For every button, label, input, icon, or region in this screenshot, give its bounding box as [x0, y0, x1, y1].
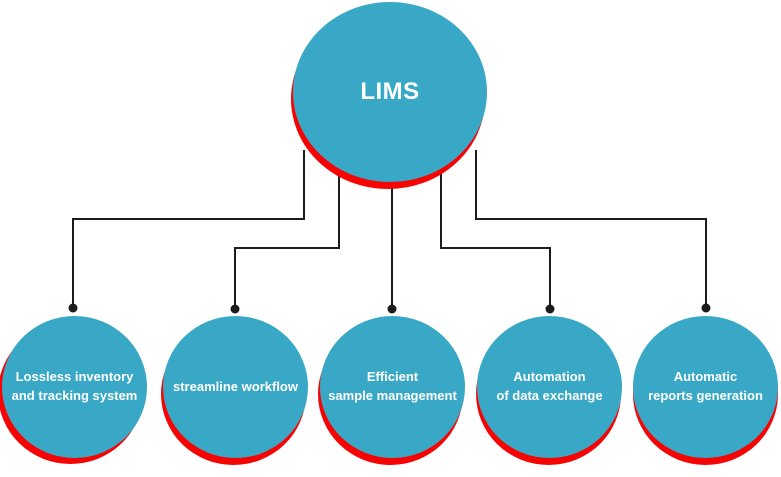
connector-dot	[230, 304, 240, 314]
node-label-line: sample management	[328, 388, 457, 403]
node-automatic-reports-generation: Automatic reports generation	[633, 316, 778, 458]
node-label-line: Lossless inventory	[15, 369, 134, 385]
connector-line	[72, 150, 305, 306]
node-label: streamline workflow	[173, 378, 298, 397]
node-label: Automation of data exchange	[496, 368, 602, 406]
node-label-line: of data exchange	[496, 388, 603, 403]
node-automation-data-exchange: Automation of data exchange	[477, 316, 622, 458]
node-label-line: Automatic	[673, 369, 738, 385]
connector-line	[475, 150, 707, 306]
connector-line	[234, 165, 340, 306]
node-label-line: and tracking system	[11, 388, 138, 403]
node-label-line: Efficient	[366, 369, 419, 385]
connector-dot	[545, 304, 555, 314]
node-lims-label: LIMS	[360, 78, 420, 105]
node-label-line: Automation	[513, 369, 586, 385]
node-lossless-inventory-tracking: Lossless inventory and tracking system	[2, 316, 147, 458]
connector-dot	[68, 303, 78, 313]
node-label-line: streamline workflow	[173, 378, 298, 394]
node-efficient-sample-management: Efficient sample management	[320, 316, 465, 458]
connector-dot	[701, 303, 711, 313]
node-lims: LIMS	[293, 2, 487, 182]
node-label: Automatic reports generation	[648, 368, 763, 406]
node-label-line: reports generation	[648, 388, 763, 403]
node-label: Efficient sample management	[328, 368, 457, 406]
connector-dot	[387, 304, 397, 314]
connector-line	[440, 165, 551, 306]
node-label: Lossless inventory and tracking system	[12, 368, 138, 406]
node-streamline-workflow: streamline workflow	[163, 316, 308, 458]
